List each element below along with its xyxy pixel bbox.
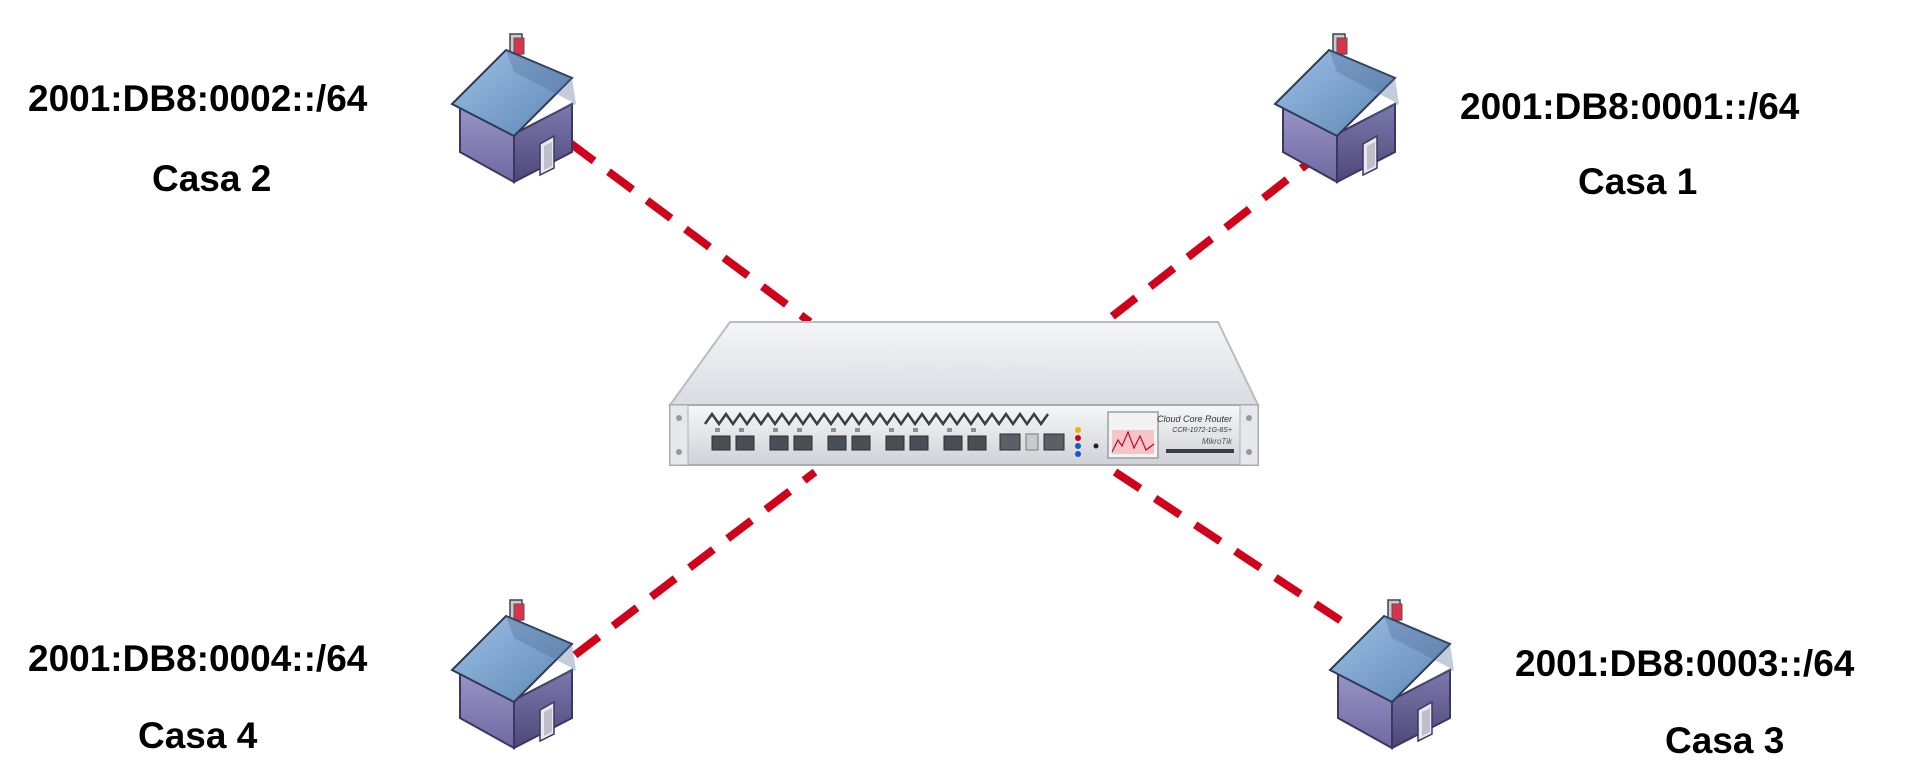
link-casa-4 [572, 468, 818, 659]
house-icon-casa-1 [1274, 33, 1400, 183]
name-casa-4: Casa 4 [138, 715, 258, 756]
name-casa-3: Casa 3 [1665, 720, 1785, 761]
name-casa-1: Casa 1 [1578, 161, 1698, 202]
prefix-casa-2: 2001:DB8:0002::/64 [28, 78, 368, 119]
link-casa-3 [1112, 468, 1358, 634]
house-icon-casa-3 [1329, 599, 1455, 749]
router-model-label: Cloud Core Router [1157, 414, 1233, 424]
prefix-casa-1: 2001:DB8:0001::/64 [1460, 86, 1800, 127]
prefix-casa-4: 2001:DB8:0004::/64 [28, 638, 368, 679]
router-model-code: CCR-1072-1G-8S+ [1172, 427, 1232, 434]
house-icon-casa-2 [451, 33, 577, 183]
name-casa-2: Casa 2 [152, 158, 272, 199]
router-vendor-label: MikroTik [1202, 437, 1233, 446]
links-group [567, 139, 1358, 659]
link-casa-1 [1102, 146, 1328, 326]
link-casa-2 [567, 139, 813, 326]
prefix-casa-3: 2001:DB8:0003::/64 [1515, 643, 1855, 684]
router-icon: Cloud Core Router CCR-1072-1G-8S+ MikroT… [668, 321, 1260, 466]
house-icon-casa-4 [451, 599, 577, 749]
